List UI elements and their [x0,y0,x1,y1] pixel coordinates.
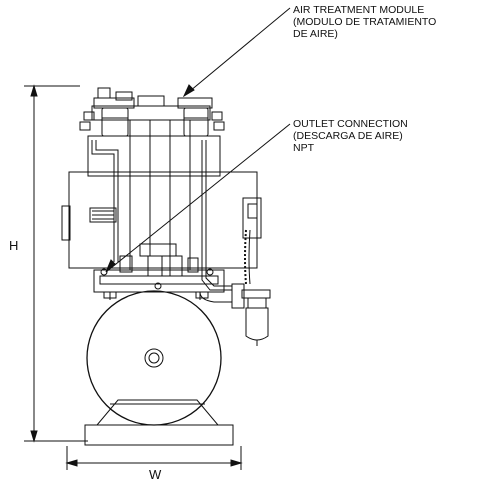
central-column [130,120,190,270]
air-treatment-line2: (MODULO DE TRATAMIENTO [293,16,437,28]
right-filter [178,98,224,136]
left-filter [80,88,134,136]
width-label: W [149,467,162,482]
piping [92,140,232,302]
air-treatment-callout: AIR TREATMENT MODULE (MODULO DE TRATAMIE… [293,4,436,40]
control-cabinet [62,172,261,268]
height-dimension [24,86,88,441]
air-tank [87,291,221,425]
air-treatment-line3: DE AIRE) [293,28,338,40]
outlet-callout: OUTLET CONNECTION (DESCARGA DE AIRE) NPT [293,118,408,154]
outlet-line1: OUTLET CONNECTION [293,118,408,130]
outlet-line3: NPT [293,142,314,154]
leader-lines [106,8,290,272]
fastener-details [101,269,213,289]
width-dimension [67,446,241,470]
outlet-separator [232,230,270,346]
outlet-line2: (DESCARGA DE AIRE) [293,130,403,142]
air-treatment-line1: AIR TREATMENT MODULE [293,4,425,16]
height-label: H [9,238,19,253]
